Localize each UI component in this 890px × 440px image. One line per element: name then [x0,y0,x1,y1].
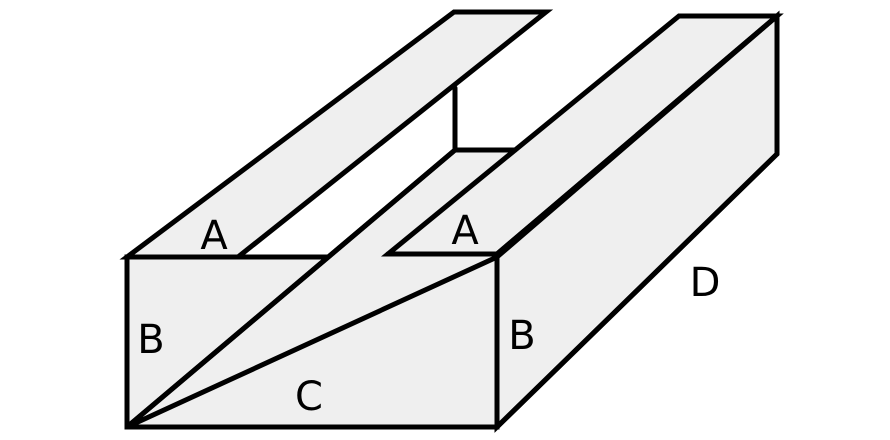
groove-diagonal-edge [124,147,458,430]
label-a-right: A [451,208,479,254]
label-b-right: B [508,313,535,359]
left-wall-top [119,9,554,260]
bottom-right-diagonal-edge [494,151,780,430]
label-a-left: A [200,213,228,259]
label-b-left: B [137,317,164,363]
label-d: D [690,260,721,306]
top-right-diagonal-edge [494,13,780,257]
label-c: C [295,374,323,420]
